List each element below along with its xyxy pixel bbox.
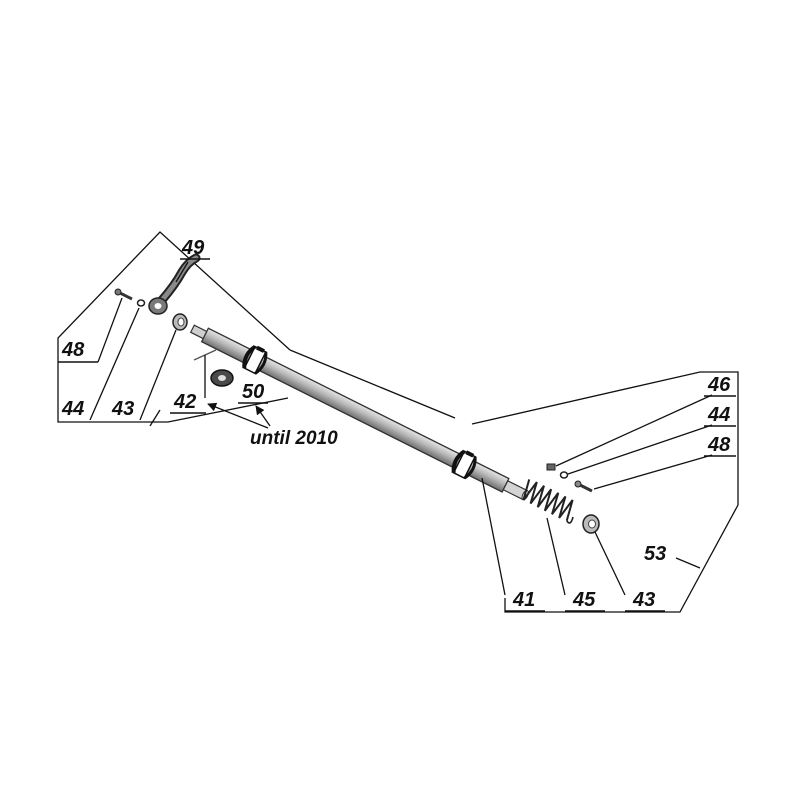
frame-tick xyxy=(149,409,161,427)
leader-48-left xyxy=(97,297,123,363)
callout-45: 45 xyxy=(572,589,596,611)
washer-part-43-right xyxy=(582,514,600,534)
leader-44-left xyxy=(89,307,140,421)
callout-46: 46 xyxy=(707,374,731,396)
leader-43-right xyxy=(594,531,626,596)
callout-48-left: 48 xyxy=(61,339,85,361)
washer-part-43-left xyxy=(172,313,188,331)
lever-part-49 xyxy=(148,253,201,315)
leader-45 xyxy=(546,517,566,596)
leader-48-right xyxy=(593,454,713,490)
note-until-2010: until 2010 xyxy=(250,428,338,449)
leader-41 xyxy=(481,477,506,596)
shaft-part-41 xyxy=(189,324,529,501)
ring-part-44-right xyxy=(559,471,569,479)
leader-46 xyxy=(555,394,713,467)
note-arrow-to-42 xyxy=(207,402,269,429)
leader-43-left xyxy=(139,329,177,421)
ring-part-44-left xyxy=(136,299,146,307)
nut-part-46 xyxy=(546,463,556,471)
group-frame-right xyxy=(289,349,739,613)
callout-42: 42 xyxy=(173,391,196,413)
callout-44-left: 44 xyxy=(61,398,84,420)
callout-43-right: 43 xyxy=(632,589,655,611)
leader-53 xyxy=(675,557,701,569)
callout-50: 50 xyxy=(242,381,264,403)
callout-49: 49 xyxy=(181,237,205,259)
bolt-part-48-right xyxy=(574,480,593,493)
callout-53: 53 xyxy=(644,543,666,565)
note-arrow-to-50 xyxy=(255,405,271,427)
callout-43-left: 43 xyxy=(111,398,134,420)
leader-44-right xyxy=(567,424,713,475)
group-frame-left xyxy=(57,231,291,423)
bushing-right xyxy=(451,449,477,480)
spring-part-45 xyxy=(522,479,574,524)
leader-49 xyxy=(175,261,189,283)
bolt-part-48-left xyxy=(114,288,133,301)
callout-41: 41 xyxy=(512,589,535,611)
bushing-left xyxy=(242,344,268,375)
callout-44-right: 44 xyxy=(707,404,730,426)
callout-48-right: 48 xyxy=(707,434,731,456)
washer-part-50 xyxy=(210,369,234,387)
